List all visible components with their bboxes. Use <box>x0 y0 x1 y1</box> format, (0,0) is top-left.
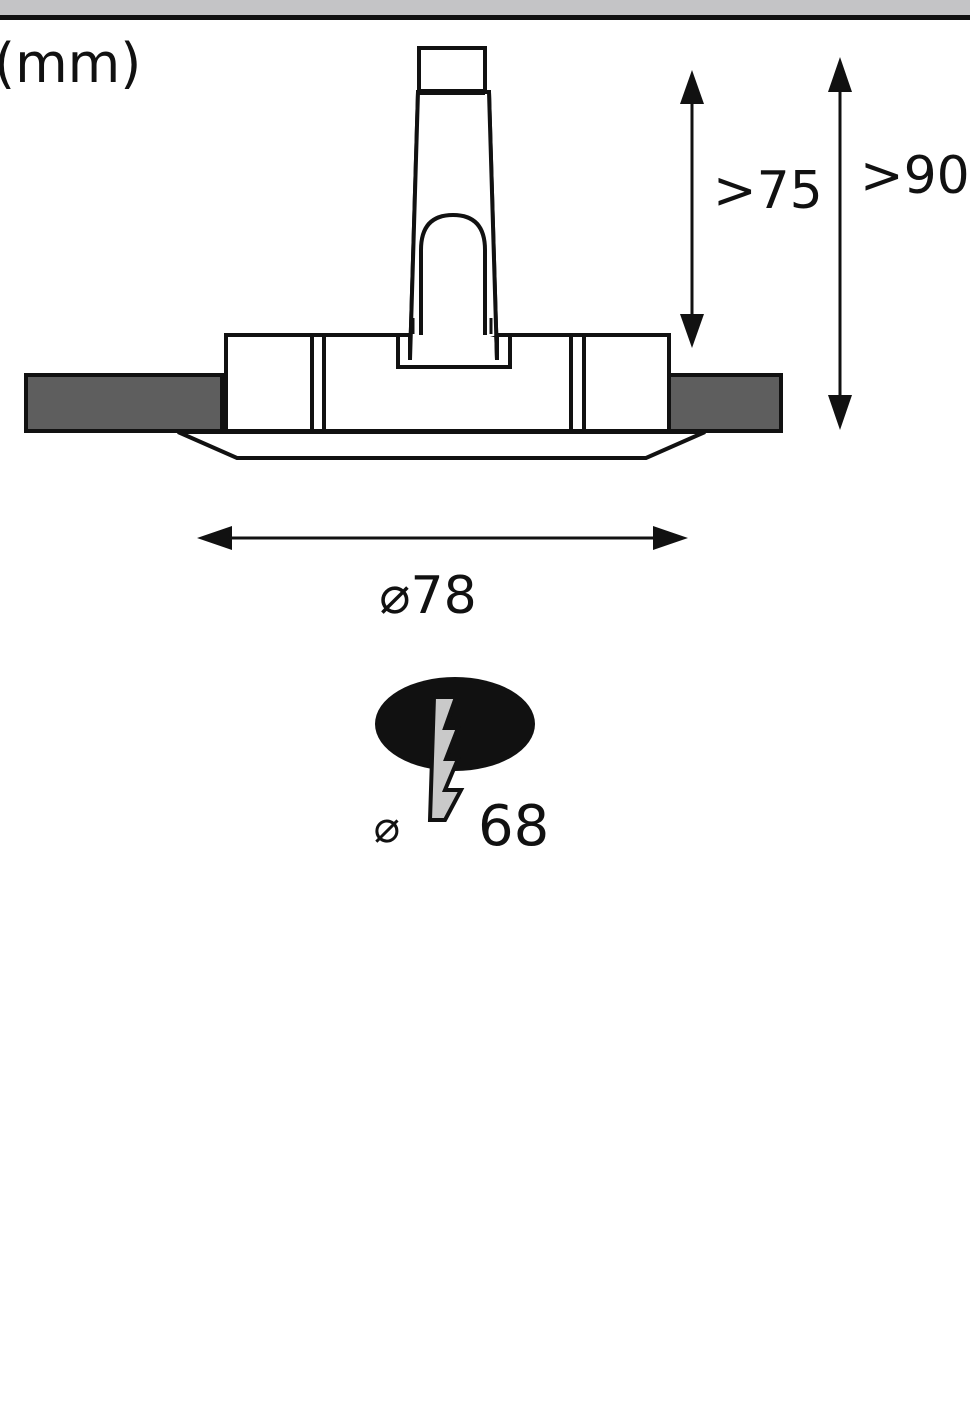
dimension-arrow-90 <box>828 57 852 430</box>
spring-clip <box>408 46 499 361</box>
dimension-arrow-78 <box>197 526 688 550</box>
ceiling-right <box>667 373 783 433</box>
light-housing <box>224 333 671 433</box>
depth-90-label: >90 <box>860 146 970 206</box>
depth-75-label: >75 <box>713 161 823 221</box>
cutout-diameter-symbol: ⌀ <box>374 802 401 853</box>
diameter-78-label: ⌀78 <box>379 566 476 626</box>
light-bezel <box>177 430 706 460</box>
unit-label: (mm) <box>0 32 141 95</box>
header-rule <box>0 15 970 20</box>
cutout-hole-icon <box>375 677 535 771</box>
drill-bit-icon <box>427 695 465 822</box>
header-band <box>0 0 970 15</box>
cutout-diameter-value: 68 <box>478 794 549 859</box>
ceiling-left <box>24 373 224 433</box>
dimension-arrow-75 <box>680 70 704 348</box>
